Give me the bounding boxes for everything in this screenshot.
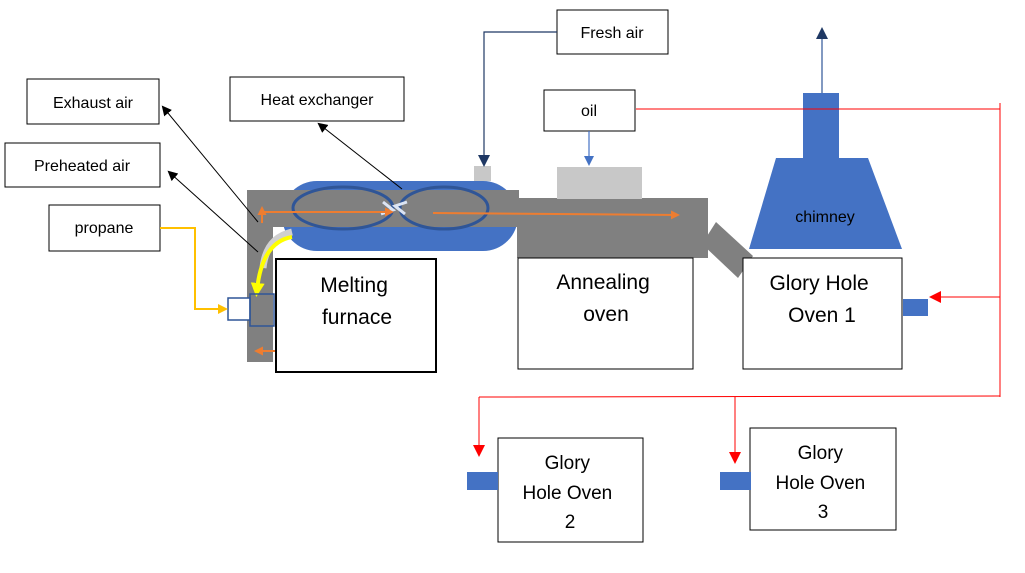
annealing-oven-label: Annealing oven — [556, 271, 655, 326]
glory-hole-oven-3-box — [749, 427, 897, 531]
burner-inlet-box — [227, 297, 251, 321]
glory-hole-oven-1-label: Glory Hole Oven 1 — [769, 272, 874, 327]
propane-line — [160, 227, 228, 314]
svg-text:Fresh air: Fresh air — [580, 25, 644, 42]
annealing-duct — [517, 198, 708, 258]
label-box-exhaust-air: Exhaust air — [26, 78, 160, 125]
flow-arrow-annealing — [432, 210, 680, 220]
oil-distribution — [473, 103, 1001, 464]
label-box-propane: propane — [48, 204, 161, 252]
chimney-stack — [803, 93, 839, 159]
label-box-heat-exchanger: Heat exchanger — [229, 76, 405, 122]
heat-exchanger-leader — [317, 122, 403, 190]
glory-hole-oven-2-burner — [467, 472, 498, 490]
chimney-hood — [749, 158, 902, 249]
svg-text:oil: oil — [581, 103, 597, 120]
chimney-label: chimney — [795, 209, 855, 226]
preheated-air-leader — [167, 170, 259, 253]
glory-hole-oven-1-burner — [903, 299, 928, 316]
label-box-preheated-air: Preheated air — [4, 142, 161, 188]
label-box-fresh-air: Fresh air — [556, 9, 669, 55]
glory-hole-oven-1-box — [742, 257, 903, 370]
fresh-air-inlet — [474, 166, 491, 181]
label-box-oil: oil — [543, 89, 636, 132]
oil-tank — [557, 167, 642, 199]
glory-hole-oven-2-label: Glory Hole Oven 2 — [522, 453, 617, 533]
annealing-oven-box — [517, 257, 694, 370]
fresh-air-line — [478, 31, 557, 167]
svg-text:Heat exchanger: Heat exchanger — [261, 92, 375, 109]
exhaust-air-leader — [161, 105, 259, 223]
swirl-right — [398, 185, 490, 231]
svg-text:propane: propane — [75, 220, 134, 237]
chimney: chimney — [749, 93, 902, 249]
slanted-duct — [702, 222, 753, 278]
glory-hole-oven-3-burner — [720, 472, 751, 490]
melting-furnace-label: Melting furnace — [320, 274, 394, 329]
oil-branch-line — [478, 395, 1001, 398]
glory-hole-oven-2-box — [497, 437, 644, 543]
glory-hole-oven-3-label: Glory Hole Oven 3 — [775, 443, 870, 523]
svg-text:Preheated air: Preheated air — [34, 158, 131, 175]
melting-furnace-box — [275, 258, 437, 373]
flame-arrow — [250, 235, 293, 297]
svg-text:Exhaust air: Exhaust air — [53, 95, 134, 112]
burner-box — [249, 293, 275, 327]
